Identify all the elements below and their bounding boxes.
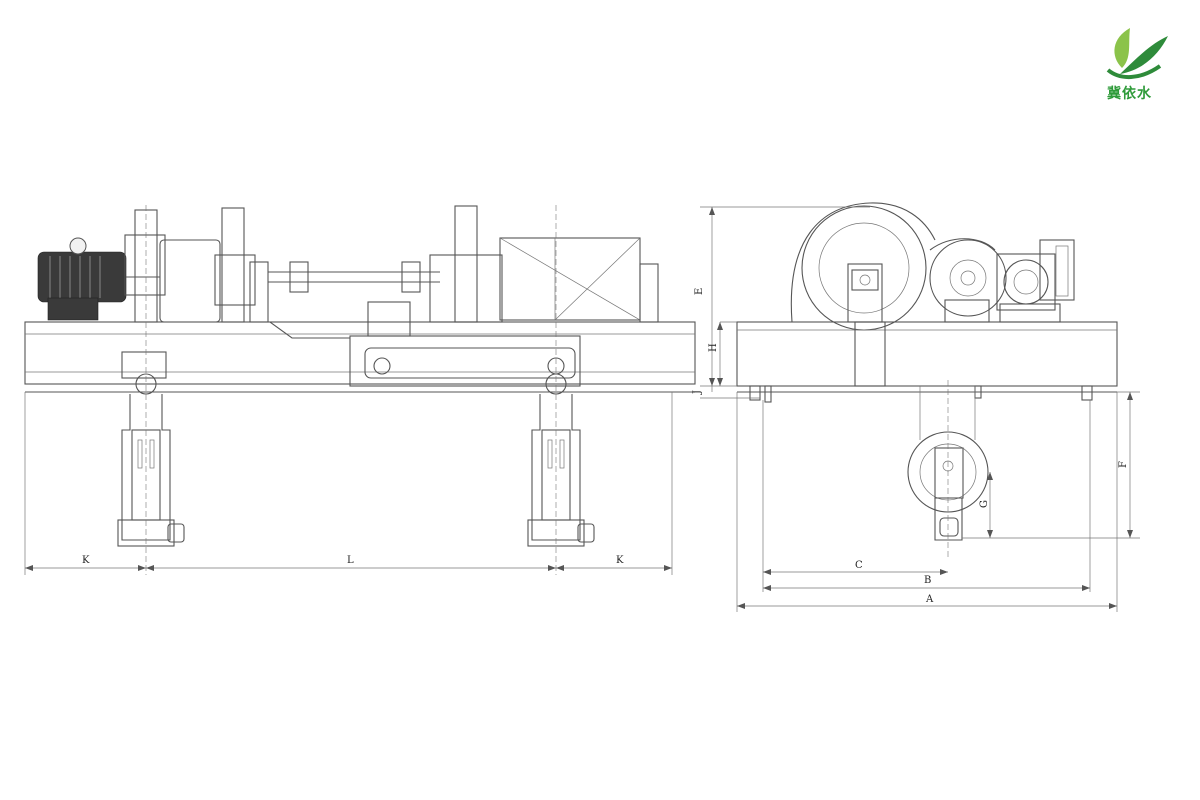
logo-swoosh-icon	[1106, 64, 1162, 79]
hoist-drum	[367, 205, 659, 337]
dimension-label-k-right: K	[616, 555, 624, 566]
dimension-label-b: B	[924, 575, 931, 586]
intermediate-gear	[929, 238, 1007, 323]
brand-logo: 冀依水	[1106, 28, 1168, 102]
large-drum	[790, 202, 936, 331]
gear-reducer	[124, 207, 269, 323]
dimension-label-c: C	[855, 560, 863, 571]
dimension-e-h-j: E H J	[692, 206, 870, 399]
logo-leaf-left-icon	[1114, 28, 1130, 68]
dimension-label-e: E	[694, 288, 705, 295]
side-elevation-view: E H J F G	[692, 202, 1140, 612]
dimension-k-l-k: K L K	[25, 555, 672, 571]
main-girder	[24, 321, 696, 393]
dimension-label-h: H	[708, 343, 719, 352]
side-base-frame	[736, 321, 1118, 393]
motor-side	[996, 239, 1075, 323]
dimension-label-k-left: K	[82, 555, 90, 566]
dimension-label-l: L	[347, 555, 354, 566]
motor	[37, 237, 160, 321]
left-hanger	[117, 351, 185, 547]
dimension-c-b-a: C B A	[736, 392, 1118, 612]
drive-shaft	[268, 261, 440, 293]
dimension-label-f: F	[1118, 461, 1129, 468]
logo-text: 冀依水	[1107, 85, 1152, 102]
dimension-label-g: G	[979, 500, 990, 508]
right-hanger	[527, 373, 595, 547]
dimension-label-a: A	[925, 594, 934, 605]
front-elevation-view: K L K	[24, 205, 696, 575]
logo-leaf-right-icon	[1120, 36, 1168, 74]
dimension-f-g: F G	[962, 391, 1140, 539]
side-supports	[749, 385, 1093, 403]
dimension-label-j: J	[692, 390, 703, 395]
motor-fins	[49, 256, 101, 298]
